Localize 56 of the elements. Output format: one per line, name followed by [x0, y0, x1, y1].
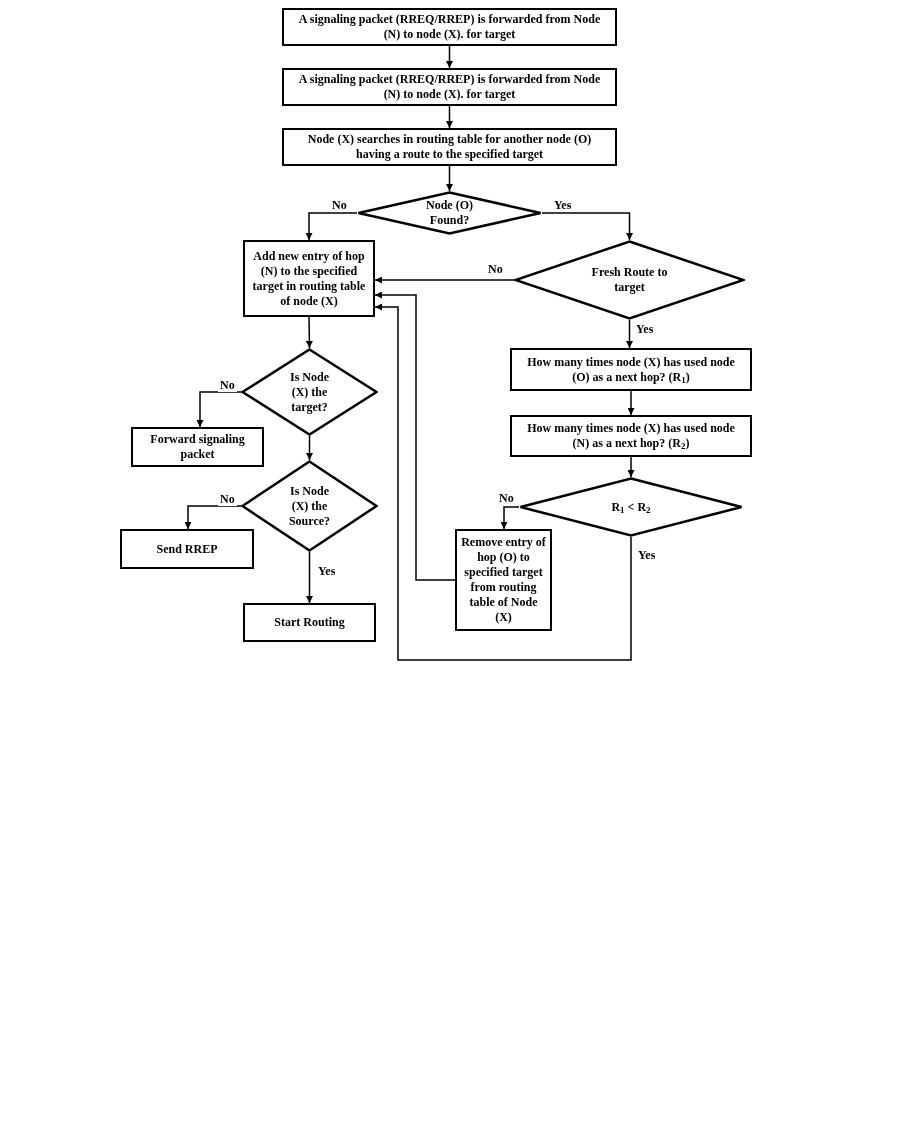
arrow: [306, 551, 313, 604]
node-text: A signaling packet (RREQ/RREP) is forwarded from Node (N) to node (X). for target: [297, 72, 602, 102]
node-text: Node (X) searches in routing table for another node (O) having a route to the specified target: [306, 132, 593, 162]
decision-diamond: [357, 191, 542, 235]
arrow: [305, 316, 313, 349]
node-text: A signaling packet (RREQ/RREP) is forwarded from Node (N) to node (X). for target: [297, 12, 602, 42]
node-text: How many times node (X) has used node (O) as a next hop? (R$_{1}$): [526, 354, 736, 385]
process-box: [510, 415, 752, 457]
edge-label: No: [497, 491, 516, 505]
arrow: [305, 212, 358, 241]
node-text: Node (O) Found?: [425, 198, 474, 228]
process-box: [282, 128, 617, 166]
decision-diamond: [241, 348, 378, 436]
edge-label: No: [218, 492, 237, 506]
edge-label: Yes: [552, 198, 574, 212]
node-text: Is Node (X) the target?: [289, 369, 330, 415]
node-text: Fresh Route to target: [590, 265, 669, 295]
arrow: [541, 212, 633, 241]
process-box: [243, 240, 375, 317]
decision-diamond: [241, 460, 378, 552]
arrow: [446, 165, 453, 192]
process-box: [282, 8, 617, 46]
arrow: [374, 291, 456, 581]
node-text: Forward signaling packet: [149, 432, 246, 462]
decision-diamond: [514, 240, 745, 320]
process-box: [510, 348, 752, 391]
edge-label: No: [218, 378, 237, 392]
arrow: [184, 505, 242, 530]
node-text: Start Routing: [274, 615, 345, 630]
arrow: [627, 456, 635, 478]
process-box: [282, 68, 617, 106]
arrow: [626, 319, 633, 349]
process-box: [243, 603, 376, 642]
node-text: R$_{1}$ < R$_{2}$: [611, 499, 651, 515]
arrow: [446, 45, 453, 69]
edge-label: Yes: [634, 322, 656, 336]
node-text: Add new entry of hop (N) to the specified target in routing table of node (X): [251, 248, 367, 309]
node-text: How many times node (X) has used node (N) as a next hop? (R$_{2}$): [526, 421, 736, 451]
decision-diamond: [519, 477, 743, 537]
arrow: [374, 276, 515, 284]
arrow: [196, 391, 242, 428]
node-text: Send RREP: [156, 541, 218, 557]
edge-label: No: [330, 198, 349, 212]
process-box: [120, 529, 254, 569]
arrow: [374, 303, 632, 661]
arrow: [500, 506, 520, 530]
edge-label: Yes: [636, 548, 658, 562]
node-text: Remove entry of hop (O) to specified target from routing table of Node (X): [461, 535, 546, 625]
node-text: Is Node (X) the Source?: [287, 483, 332, 529]
edge-label: No: [486, 262, 505, 276]
arrow: [446, 105, 453, 129]
arrow: [627, 390, 635, 416]
arrow: [306, 435, 313, 461]
process-box: [131, 427, 264, 467]
edge-label: Yes: [316, 564, 338, 578]
process-box: [455, 529, 552, 631]
